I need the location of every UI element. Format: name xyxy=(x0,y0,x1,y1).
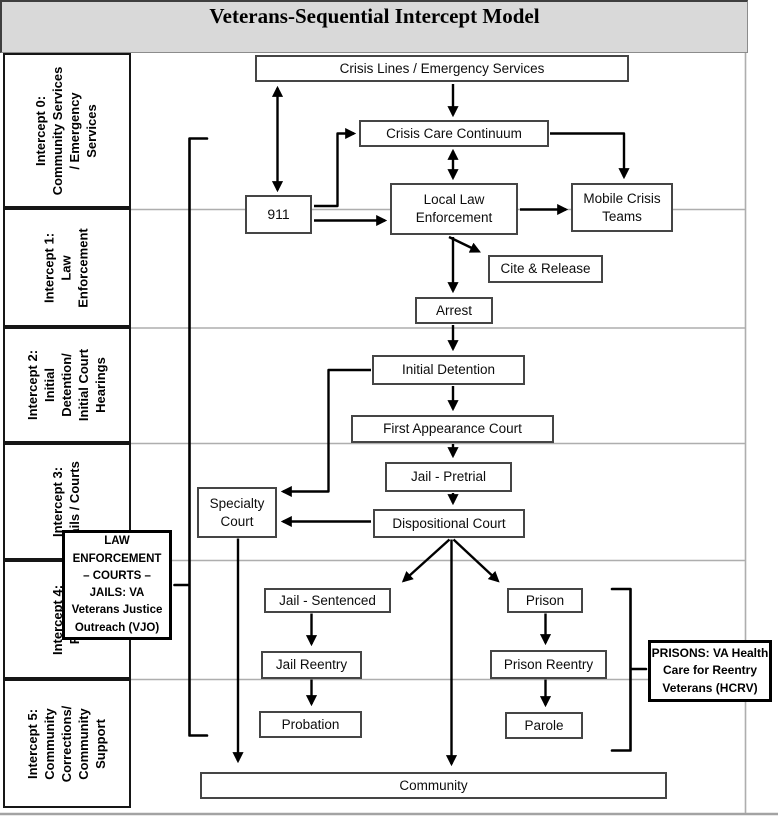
node-cite-and-release: Cite & Release xyxy=(488,255,603,283)
node-911: 911 xyxy=(245,195,312,234)
callout-va-veterans-justice-outreach: LAW ENFORCEMENT – COURTS – JAILS: VA Vet… xyxy=(62,530,172,640)
sidebar-item-intercept-2: Intercept 2: Initial Detention/ Initial … xyxy=(3,327,131,443)
node-initial-detention: Initial Detention xyxy=(372,355,525,385)
sidebar-item-intercept-0: Intercept 0: Community Services / Emerge… xyxy=(3,53,131,208)
node-local-law-enforcement: Local Law Enforcement xyxy=(390,183,518,235)
node-prison-reentry: Prison Reentry xyxy=(490,650,607,679)
node-specialty-court: Specialty Court xyxy=(197,487,277,538)
arrow-dispositional-to-prison xyxy=(452,538,500,583)
right-prison-bracket xyxy=(610,587,632,752)
intercept-0-label: Intercept 0: Community Services / Emerge… xyxy=(33,66,99,195)
intercept-1-label: Intercept 1: Law Enforcement xyxy=(41,227,91,308)
node-probation: Probation xyxy=(259,711,362,738)
node-mobile-crisis-teams: Mobile Crisis Teams xyxy=(571,183,673,232)
arrow-crisis-care-to-mobile-crisis xyxy=(550,132,630,180)
left-intercepts-bracket xyxy=(188,137,209,737)
node-parole: Parole xyxy=(505,712,583,739)
sidebar-item-intercept-5: Intercept 5: Community Corrections/ Comm… xyxy=(3,679,131,808)
node-first-appearance-court: First Appearance Court xyxy=(351,415,554,443)
title-bar: Veterans-Sequential Intercept Model xyxy=(0,0,748,53)
intercept-2-label: Intercept 2: Initial Detention/ Initial … xyxy=(24,348,108,422)
node-crisis-lines-emergency-services: Crisis Lines / Emergency Services xyxy=(255,55,629,82)
node-arrest: Arrest xyxy=(415,297,493,324)
node-prison: Prison xyxy=(507,588,583,613)
sidebar-item-intercept-1: Intercept 1: Law Enforcement xyxy=(3,208,131,327)
diagram-title: Veterans-Sequential Intercept Model xyxy=(209,4,540,28)
node-dispositional-court: Dispositional Court xyxy=(373,509,525,538)
callout-va-health-care-for-reentry-veterans: PRISONS: VA Health Care for Reentry Vete… xyxy=(648,640,772,702)
node-jail-sentenced: Jail - Sentenced xyxy=(264,588,391,613)
arrow-dispositional-to-jail-sentenced xyxy=(401,538,451,583)
node-jail-reentry: Jail Reentry xyxy=(261,651,362,679)
intercept-5-label: Intercept 5: Community Corrections/ Comm… xyxy=(24,705,108,782)
node-jail-pretrial: Jail - Pretrial xyxy=(385,462,512,492)
arrow-local-law-to-cite-release xyxy=(448,235,481,253)
node-crisis-care-continuum: Crisis Care Continuum xyxy=(359,120,549,147)
arrow-911-to-crisis-care xyxy=(314,127,357,208)
node-community: Community xyxy=(200,772,667,799)
